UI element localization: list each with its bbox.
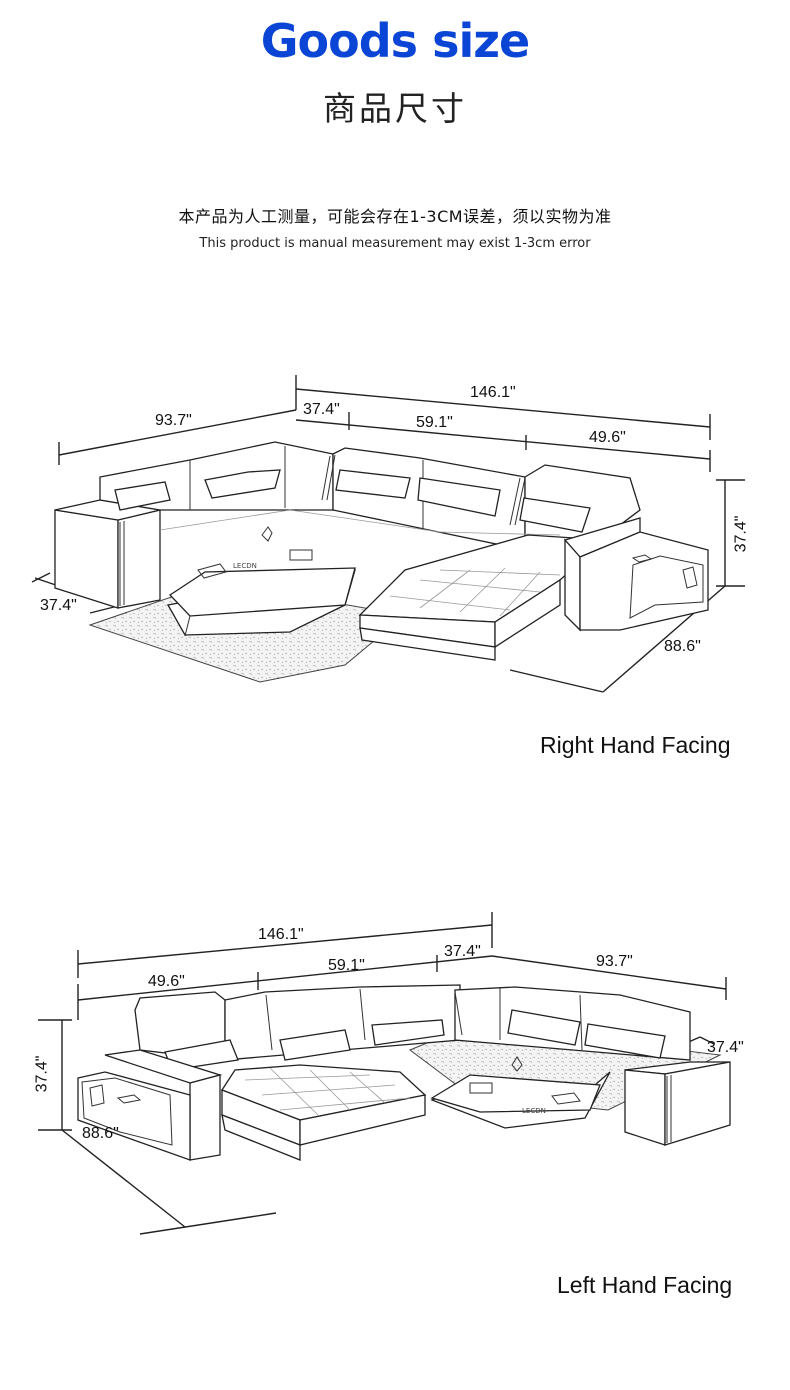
sofa-right-arm-console <box>563 517 709 632</box>
svg-text:LECDN: LECDN <box>522 1107 546 1115</box>
dim-arm-depth: 37.4" <box>707 1039 744 1056</box>
svg-text:LECDN: LECDN <box>233 562 257 570</box>
caption-right-hand-facing: Right Hand Facing <box>540 732 731 758</box>
throw-pillows <box>164 1009 666 1071</box>
dim-right-section: 93.7" <box>596 953 633 970</box>
dim-height: 37.4" <box>33 1055 51 1093</box>
page-subtitle-cn: 商品尺寸 <box>323 89 467 128</box>
throw-pillows <box>114 469 591 533</box>
sofa-chaise <box>358 534 607 661</box>
sofa-drawing-left-hand: LECDN <box>38 912 731 1235</box>
sofa-backrest <box>99 441 641 551</box>
dim-middle: 59.1" <box>328 957 365 974</box>
diagram-left-hand-facing: LECDN 146.1" 49.6" 59.1" 37.4" 93.7" 37.… <box>0 900 790 1320</box>
dim-chaise-length: 88.6" <box>82 1125 119 1142</box>
sofa-right-arm <box>624 1061 731 1146</box>
sofa-chaise <box>221 1064 427 1161</box>
coffee-table: LECDN <box>430 1056 611 1129</box>
dim-height: 37.4" <box>732 515 750 553</box>
sofa-left-arm-console <box>77 1049 223 1161</box>
sofa-left-arm <box>54 499 161 609</box>
dim-overall-width: 146.1" <box>258 926 304 943</box>
dim-chaise: 49.6" <box>148 973 185 990</box>
coffee-table: LECDN <box>166 526 356 637</box>
dim-arm-depth: 37.4" <box>40 597 77 614</box>
dim-left-section: 93.7" <box>155 412 192 429</box>
dim-corner: 37.4" <box>303 401 340 418</box>
caption-left-hand-facing: Left Hand Facing <box>557 1272 733 1298</box>
dim-overall-width: 146.1" <box>470 384 516 401</box>
measurement-notice-cn: 本产品为人工测量，可能会存在1-3CM误差，须以实物为准 <box>178 207 612 226</box>
dim-chaise-length: 88.6" <box>664 638 701 655</box>
sofa-drawing-right-hand: LECDN <box>31 375 745 693</box>
dim-chaise: 49.6" <box>589 429 626 446</box>
dim-corner: 37.4" <box>444 943 481 960</box>
dim-middle: 59.1" <box>416 414 453 431</box>
measurement-notice-en: This product is manual measurement may e… <box>199 236 591 251</box>
page-title: Goods size <box>260 14 530 68</box>
diagram-right-hand-facing: LECDN 146.1" 93.7" 37.4" 59.1" 49.6" 37.… <box>0 360 790 780</box>
